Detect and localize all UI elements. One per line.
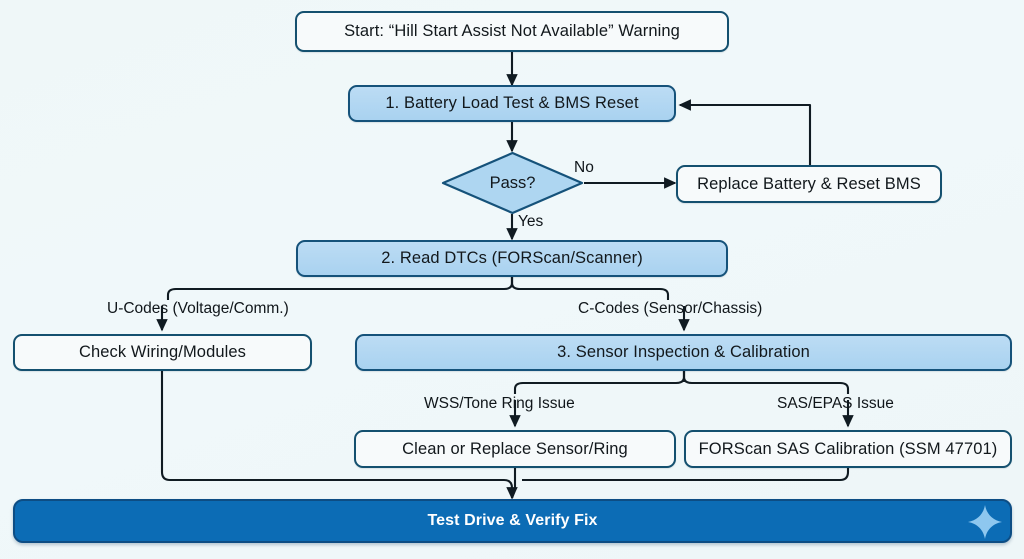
- edge-label-no: No: [574, 159, 594, 176]
- node-step3-sensor-inspection[interactable]: 3. Sensor Inspection & Calibration: [355, 334, 1012, 371]
- node-start-label: Start: “Hill Start Assist Not Available”…: [344, 22, 680, 41]
- node-step1-label: 1. Battery Load Test & BMS Reset: [385, 94, 639, 113]
- node-step2-label: 2. Read DTCs (FORScan/Scanner): [381, 249, 643, 268]
- node-step3-label: 3. Sensor Inspection & Calibration: [557, 343, 810, 362]
- node-verify-label: Test Drive & Verify Fix: [427, 511, 598, 529]
- edge-step2-right-branch: [510, 277, 670, 300]
- node-decision-pass[interactable]: Pass?: [441, 151, 584, 215]
- edge-sas-calibration-to-verify: [522, 468, 850, 482]
- edge-label-c-codes: C-Codes (Sensor/Chassis): [578, 300, 763, 317]
- node-start[interactable]: Start: “Hill Start Assist Not Available”…: [295, 11, 729, 52]
- edge-label-u-codes: U-Codes (Voltage/Comm.): [107, 300, 289, 317]
- node-check-wiring-label: Check Wiring/Modules: [78, 343, 247, 362]
- edge-step2-left-branch: [166, 277, 514, 300]
- node-test-drive-verify-fix[interactable]: Test Drive & Verify Fix: [13, 499, 1012, 543]
- node-step1-battery-load-test[interactable]: 1. Battery Load Test & BMS Reset: [348, 85, 676, 122]
- node-clean-replace-sensor[interactable]: Clean or Replace Sensor/Ring: [354, 430, 676, 468]
- edge-label-sas-epas: SAS/EPAS Issue: [777, 395, 894, 412]
- edge-label-wss-tone-ring: WSS/Tone Ring Issue: [424, 395, 575, 412]
- node-replace-battery[interactable]: Replace Battery & Reset BMS: [676, 165, 942, 203]
- node-sas-calibration[interactable]: FORScan SAS Calibration (SSM 47701): [684, 430, 1012, 468]
- decision-diamond-shape: [441, 151, 584, 215]
- edge-clean-sensor-to-verify: [511, 468, 517, 499]
- node-decision-label: Pass?: [489, 173, 536, 192]
- edge-step3-left-branch: [513, 370, 686, 394]
- node-clean-sensor-label: Clean or Replace Sensor/Ring: [402, 439, 628, 458]
- node-replace-battery-label: Replace Battery & Reset BMS: [697, 174, 921, 193]
- node-check-wiring-modules[interactable]: Check Wiring/Modules: [13, 334, 312, 371]
- edge-replace-loop-back: [678, 99, 812, 165]
- node-step2-read-dtcs[interactable]: 2. Read DTCs (FORScan/Scanner): [296, 240, 728, 277]
- edge-step3-right-branch: [682, 370, 850, 394]
- edge-label-yes: Yes: [518, 213, 544, 230]
- node-sas-calibration-label: FORScan SAS Calibration (SSM 47701): [698, 439, 998, 458]
